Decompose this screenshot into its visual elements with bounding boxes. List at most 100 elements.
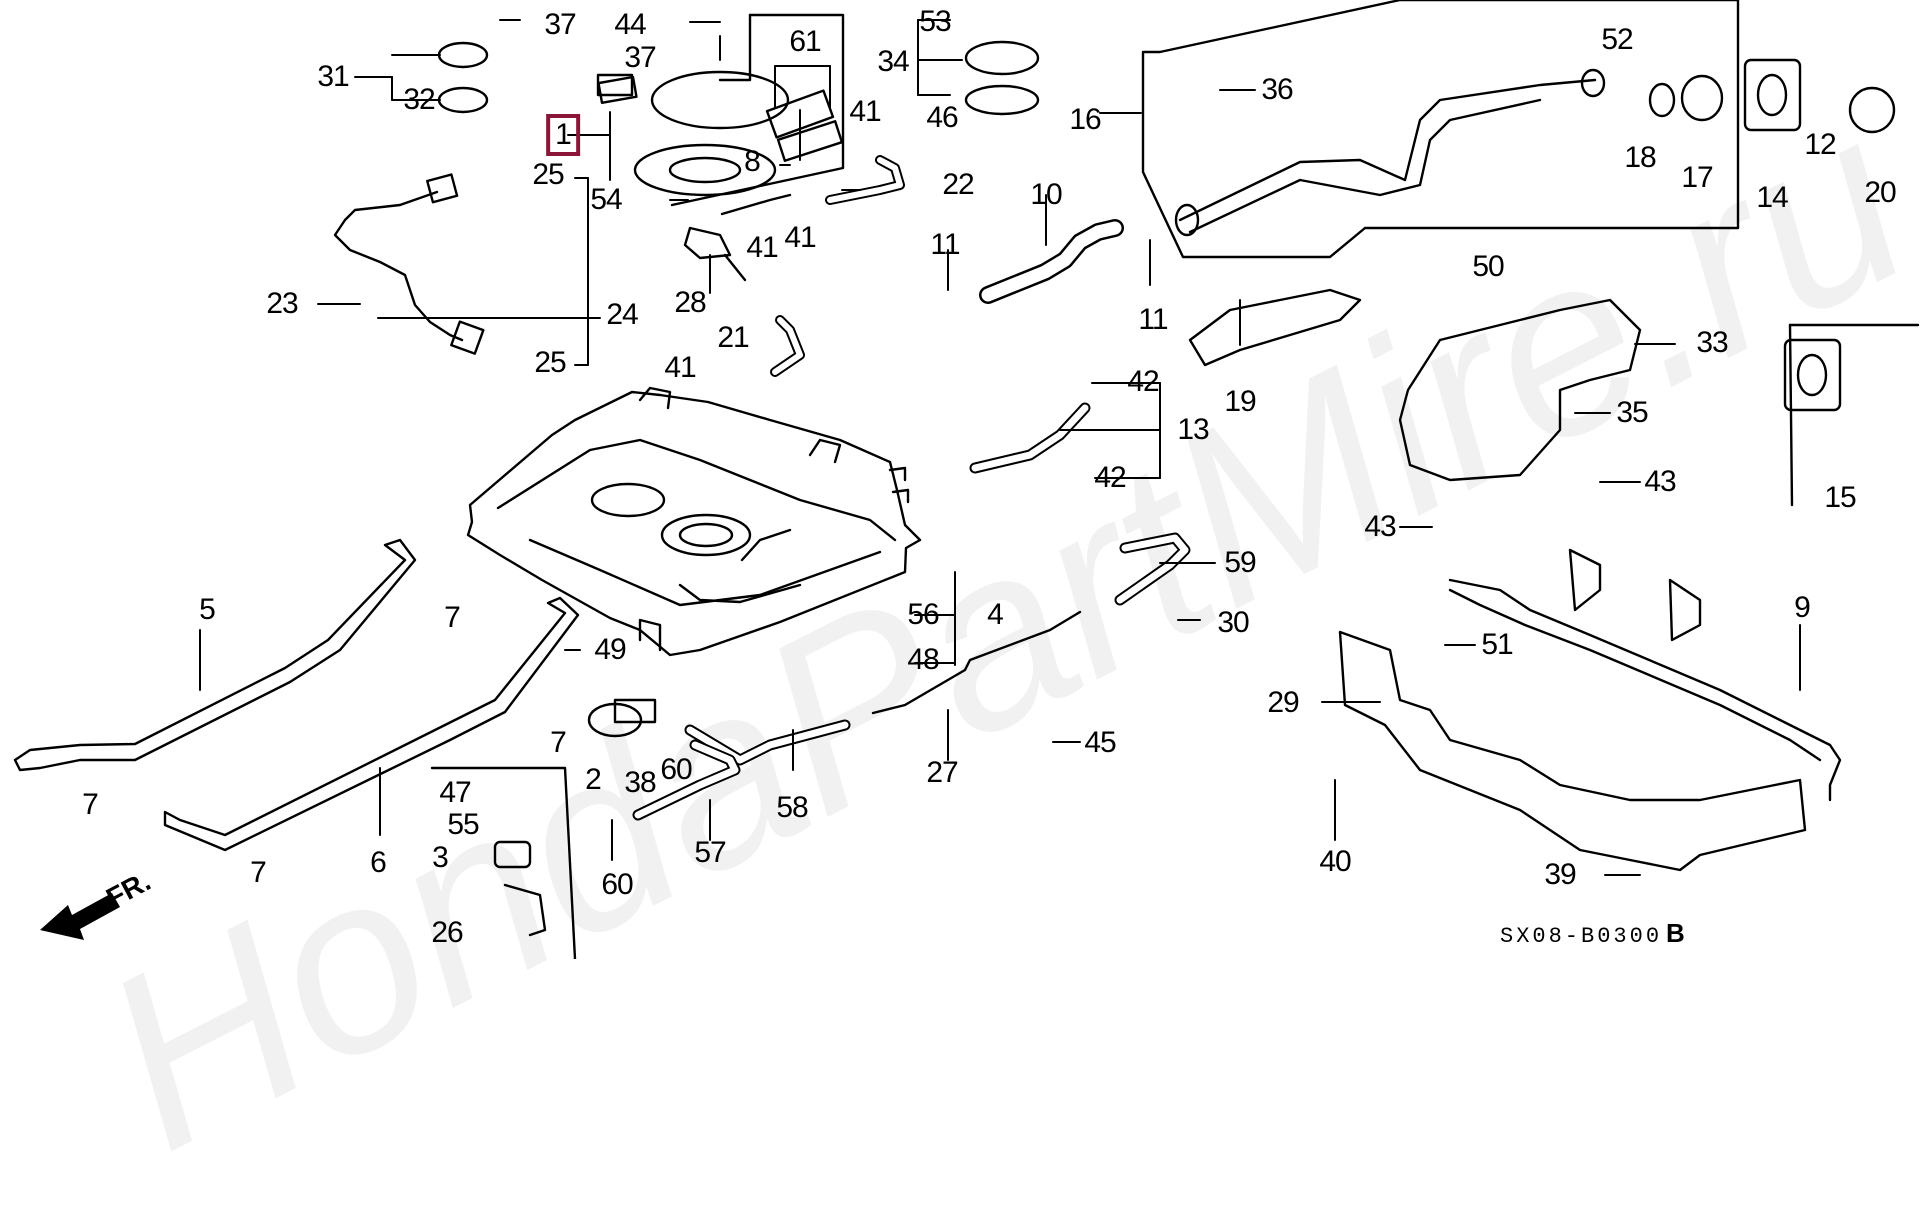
callout-13[interactable]: 13 (1177, 413, 1209, 446)
callout-3[interactable]: 3 (432, 841, 449, 874)
callout-35[interactable]: 35 (1616, 396, 1648, 429)
hose-59 (1114, 532, 1191, 606)
callout-24[interactable]: 24 (606, 298, 638, 331)
callout-41[interactable]: 41 (849, 95, 881, 128)
callout-18[interactable]: 18 (1624, 141, 1656, 174)
callout-20[interactable]: 20 (1864, 176, 1896, 209)
callout-55[interactable]: 55 (447, 808, 479, 841)
callout-9[interactable]: 9 (1794, 591, 1811, 624)
callout-39[interactable]: 39 (1544, 858, 1576, 891)
callout-56[interactable]: 56 (907, 598, 939, 631)
callout-38[interactable]: 38 (624, 766, 656, 799)
callout-25[interactable]: 25 (532, 158, 564, 191)
hose-58 (684, 719, 851, 766)
callout-14[interactable]: 14 (1756, 181, 1788, 214)
callout-15[interactable]: 15 (1824, 481, 1856, 514)
callout-42[interactable]: 42 (1127, 365, 1159, 398)
bracket-19 (1188, 288, 1362, 367)
shield-33 (1398, 298, 1642, 482)
callout-4[interactable]: 4 (987, 598, 1004, 631)
callout-22[interactable]: 22 (942, 168, 974, 201)
callout-36[interactable]: 36 (1261, 73, 1293, 106)
callout-43[interactable]: 43 (1364, 510, 1396, 543)
breather-frame-9 (1448, 548, 1842, 802)
callout-2[interactable]: 2 (585, 763, 602, 796)
front-direction-arrow (40, 893, 120, 940)
diagram-linework (13, 0, 1920, 959)
callout-1[interactable]: 1 (546, 114, 580, 156)
callout-19[interactable]: 19 (1224, 385, 1256, 418)
tank-strap-5 (13, 538, 417, 772)
callout-49[interactable]: 49 (594, 633, 626, 666)
callout-41[interactable]: 41 (784, 221, 816, 254)
valve-2-3 (493, 698, 657, 937)
callout-61[interactable]: 61 (789, 25, 821, 58)
callout-58[interactable]: 58 (776, 791, 808, 824)
callout-32[interactable]: 32 (403, 83, 435, 116)
hose-22 (825, 155, 905, 205)
figure-code-suffix: B (1666, 918, 1685, 948)
callout-5[interactable]: 5 (199, 593, 216, 626)
callout-41[interactable]: 41 (664, 351, 696, 384)
callout-43[interactable]: 43 (1644, 465, 1676, 498)
parts-diagram: HondaPartMire.ru (13, 0, 1920, 1202)
parts-14-15-17-18-20 (1648, 58, 1896, 412)
callout-60[interactable]: 60 (660, 753, 692, 786)
callout-41[interactable]: 41 (746, 231, 778, 264)
callout-17[interactable]: 17 (1681, 161, 1713, 194)
callout-16[interactable]: 16 (1069, 103, 1101, 136)
callout-26[interactable]: 26 (431, 916, 463, 949)
callout-12[interactable]: 12 (1804, 128, 1836, 161)
callout-7[interactable]: 7 (444, 601, 461, 634)
filler-neck-10 (979, 219, 1124, 304)
callout-42[interactable]: 42 (1094, 461, 1126, 494)
fuel-line-24 (333, 173, 485, 355)
callout-11[interactable]: 11 (930, 228, 960, 261)
callout-25[interactable]: 25 (534, 346, 566, 379)
callout-45[interactable]: 45 (1084, 726, 1116, 759)
group-bracket-26 (430, 766, 577, 959)
callout-44[interactable]: 44 (614, 8, 646, 41)
callout-48[interactable]: 48 (907, 643, 939, 676)
callout-7[interactable]: 7 (82, 788, 99, 821)
figure-code-text: SX08-B0300 (1500, 924, 1663, 949)
leader-lines (199, 19, 1801, 876)
pipe-27 (871, 610, 1082, 715)
callout-37[interactable]: 37 (624, 41, 656, 74)
callout-6[interactable]: 6 (370, 846, 387, 879)
callout-60[interactable]: 60 (601, 868, 633, 901)
callout-54[interactable]: 54 (590, 183, 622, 216)
front-direction-indicator: FR. (38, 865, 178, 940)
callout-33[interactable]: 33 (1696, 326, 1728, 359)
callout-7[interactable]: 7 (250, 856, 267, 889)
callout-52[interactable]: 52 (1601, 23, 1633, 56)
callout-47[interactable]: 47 (439, 776, 471, 809)
callout-34[interactable]: 34 (877, 45, 909, 78)
callout-53[interactable]: 53 (919, 5, 951, 38)
callout-59[interactable]: 59 (1224, 546, 1256, 579)
callout-10[interactable]: 10 (1030, 178, 1062, 211)
callout-46[interactable]: 46 (926, 101, 958, 134)
callout-7[interactable]: 7 (550, 726, 567, 759)
hose-57 (632, 739, 741, 821)
callout-30[interactable]: 30 (1217, 606, 1249, 639)
callout-50[interactable]: 50 (1472, 250, 1504, 283)
callout-31[interactable]: 31 (317, 60, 349, 93)
pump-assembly (597, 70, 844, 197)
callout-23[interactable]: 23 (266, 287, 298, 320)
callout-11[interactable]: 11 (1138, 303, 1168, 336)
group-bracket-16 (1141, 0, 1740, 259)
callout-21[interactable]: 21 (717, 321, 749, 354)
callout-28[interactable]: 28 (674, 286, 706, 319)
hose-21 (770, 315, 805, 377)
callout-27[interactable]: 27 (926, 756, 958, 789)
callout-40[interactable]: 40 (1319, 845, 1351, 878)
callout-29[interactable]: 29 (1267, 686, 1299, 719)
callout-8[interactable]: 8 (744, 145, 761, 178)
hose-13 (969, 402, 1091, 474)
callout-57[interactable]: 57 (694, 836, 726, 869)
tank-strap-6 (163, 596, 580, 852)
callout-51[interactable]: 51 (1481, 628, 1513, 661)
callout-37[interactable]: 37 (544, 8, 576, 41)
